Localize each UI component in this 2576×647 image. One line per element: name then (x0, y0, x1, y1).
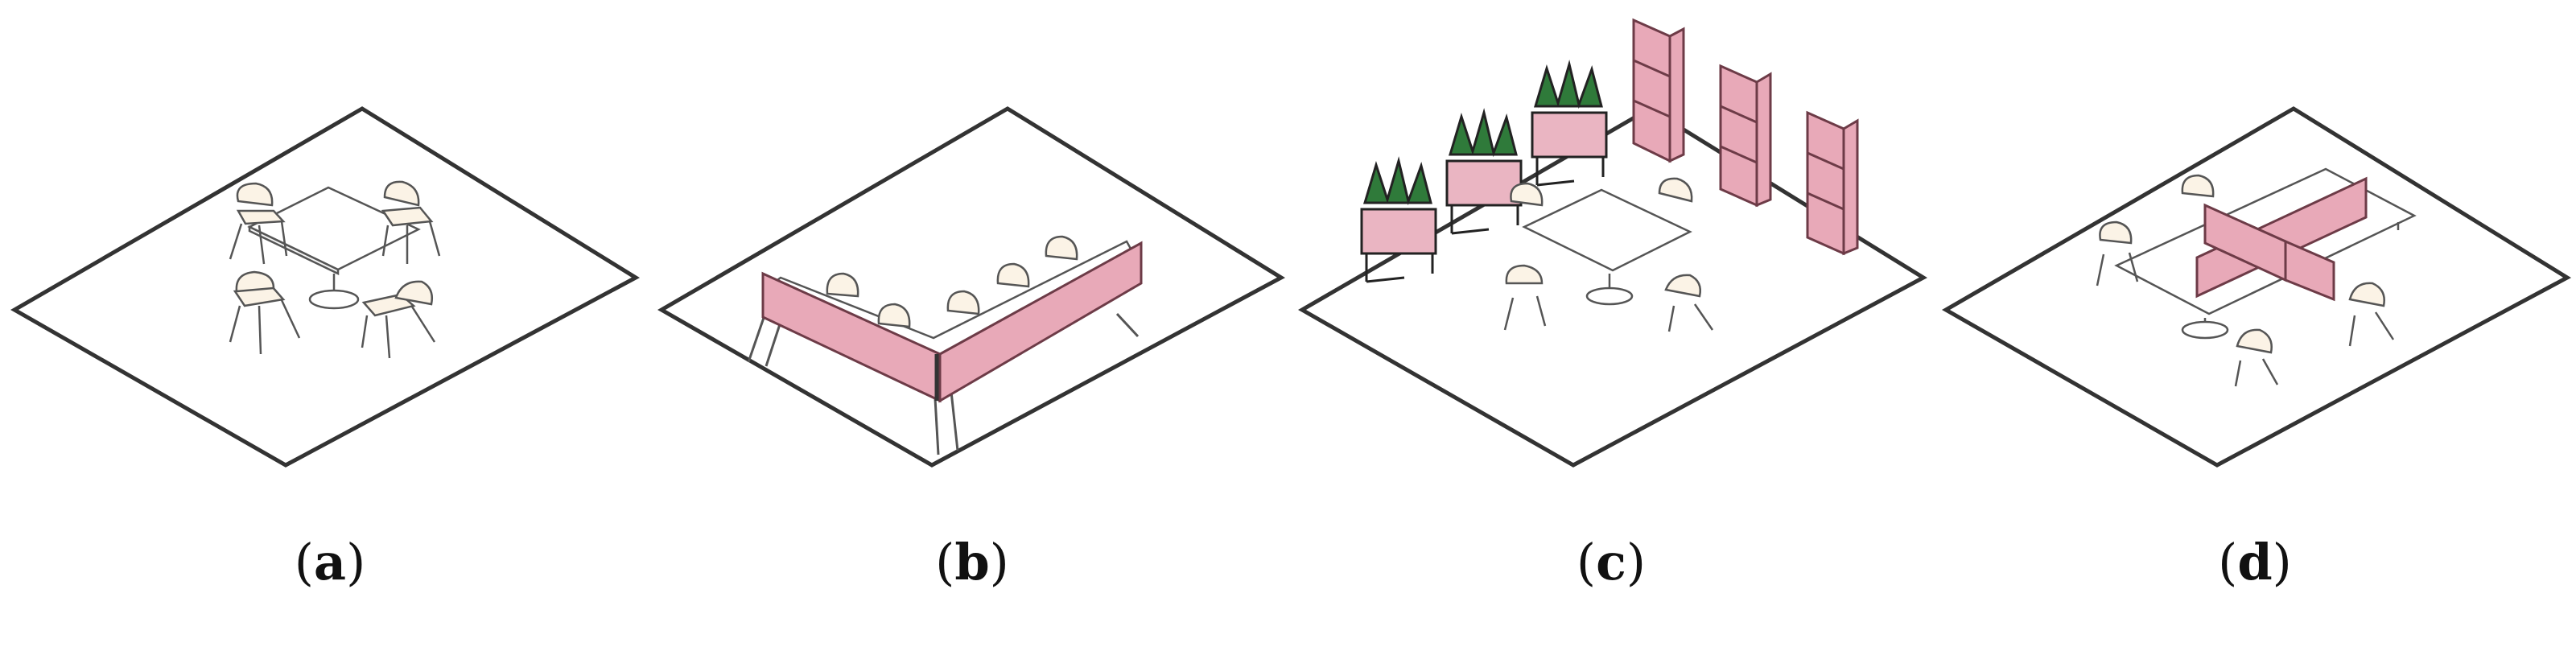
planter-2 (1445, 108, 1523, 235)
chair-back-left (229, 182, 288, 265)
planter-1 (1360, 156, 1437, 283)
scene-d-illustration (1941, 106, 2572, 468)
caption-letter-a: a (313, 533, 347, 591)
floor-b (657, 106, 1286, 468)
caption-b: (b) (935, 533, 1009, 591)
planter-3 (1531, 60, 1608, 187)
scene-c-illustration (1297, 18, 1928, 468)
caption-d: (d) (2218, 533, 2292, 591)
floor-a (10, 106, 641, 468)
chairs-d (2096, 174, 2395, 387)
chair-front-left (229, 270, 301, 355)
scene-b-illustration (657, 106, 1286, 468)
bookcase-2 (1719, 64, 1772, 208)
cross-partition (2195, 176, 2368, 302)
chairs-row (826, 235, 1078, 328)
chair-back-right (381, 180, 441, 264)
scene-a-illustration (10, 106, 641, 468)
square-table-c (1522, 188, 1692, 306)
bookcase-3 (1806, 110, 1859, 256)
chairs-c (1503, 177, 1714, 332)
partition-screen (761, 241, 1143, 403)
bookcase-1 (1632, 18, 1685, 163)
chair-front-right (361, 280, 436, 359)
caption-letter-b: b (954, 533, 990, 591)
caption-c: (c) (1576, 533, 1647, 591)
caption-letter-c: c (1596, 533, 1626, 591)
panel-c: (c) (1288, 0, 1931, 647)
caption-letter-d: d (2237, 533, 2273, 591)
panel-a: (a) (0, 0, 644, 647)
caption-a: (a) (294, 533, 366, 591)
panel-d: (d) (1931, 0, 2576, 647)
square-table (247, 186, 421, 310)
panel-b: (b) (644, 0, 1288, 647)
